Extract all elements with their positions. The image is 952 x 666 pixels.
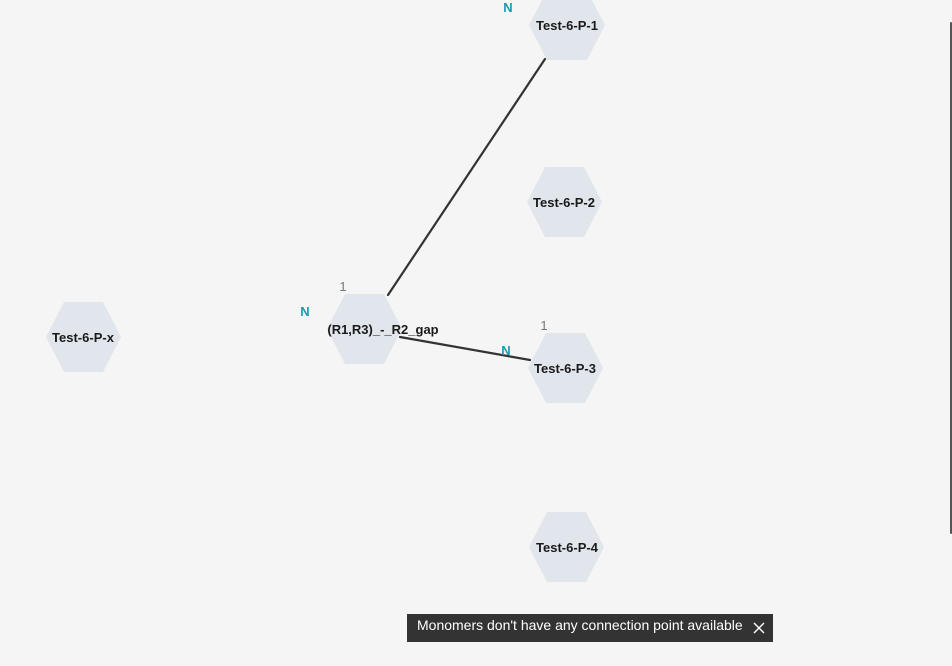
close-icon[interactable]: [745, 614, 773, 642]
monomer-hexagon[interactable]: [529, 0, 605, 60]
monomer-hexagon[interactable]: [529, 512, 604, 582]
monomer-test-6-p-3[interactable]: Test-6-P-3: [528, 333, 603, 403]
monomer-test-6-p-4[interactable]: Test-6-P-4: [529, 512, 604, 582]
monomer-label: Test-6-P-3: [534, 361, 596, 376]
bond-center-p1[interactable]: [386, 57, 547, 297]
connection-point-n-center: N: [300, 304, 309, 319]
monomer-hexagon[interactable]: [527, 167, 602, 237]
attachment-number-p3: 1: [540, 318, 547, 333]
attachment-number-center: 1: [339, 279, 346, 294]
monomer-test-6-p-2[interactable]: Test-6-P-2: [527, 167, 602, 237]
bond-center-p3[interactable]: [398, 335, 532, 362]
monomer-hexagon[interactable]: [528, 333, 603, 403]
monomer-hexagon[interactable]: [46, 302, 121, 372]
monomer-test-6-p-x[interactable]: Test-6-P-x: [46, 302, 121, 372]
toast-message: Monomers don't have any connection point…: [417, 617, 743, 633]
connection-point-n-p3: N: [501, 343, 510, 358]
monomer-label: (R1,R3)_-_R2_gap: [327, 322, 438, 337]
vertical-scrollbar[interactable]: [950, 22, 952, 534]
monomer-center-gap[interactable]: (R1,R3)_-_R2_gap: [327, 294, 439, 364]
monomer-label: Test-6-P-2: [533, 195, 595, 210]
monomer-label: Test-6-P-1: [536, 18, 598, 33]
monomer-hexagon[interactable]: [327, 294, 402, 364]
notification-toast: Monomers don't have any connection point…: [407, 614, 773, 642]
monomer-label: Test-6-P-4: [536, 540, 599, 555]
monomer-label: Test-6-P-x: [52, 330, 115, 345]
monomer-test-6-p-1[interactable]: Test-6-P-1: [529, 0, 605, 60]
connection-point-n-p1: N: [503, 0, 512, 15]
close-icon-glyph: [753, 622, 765, 634]
